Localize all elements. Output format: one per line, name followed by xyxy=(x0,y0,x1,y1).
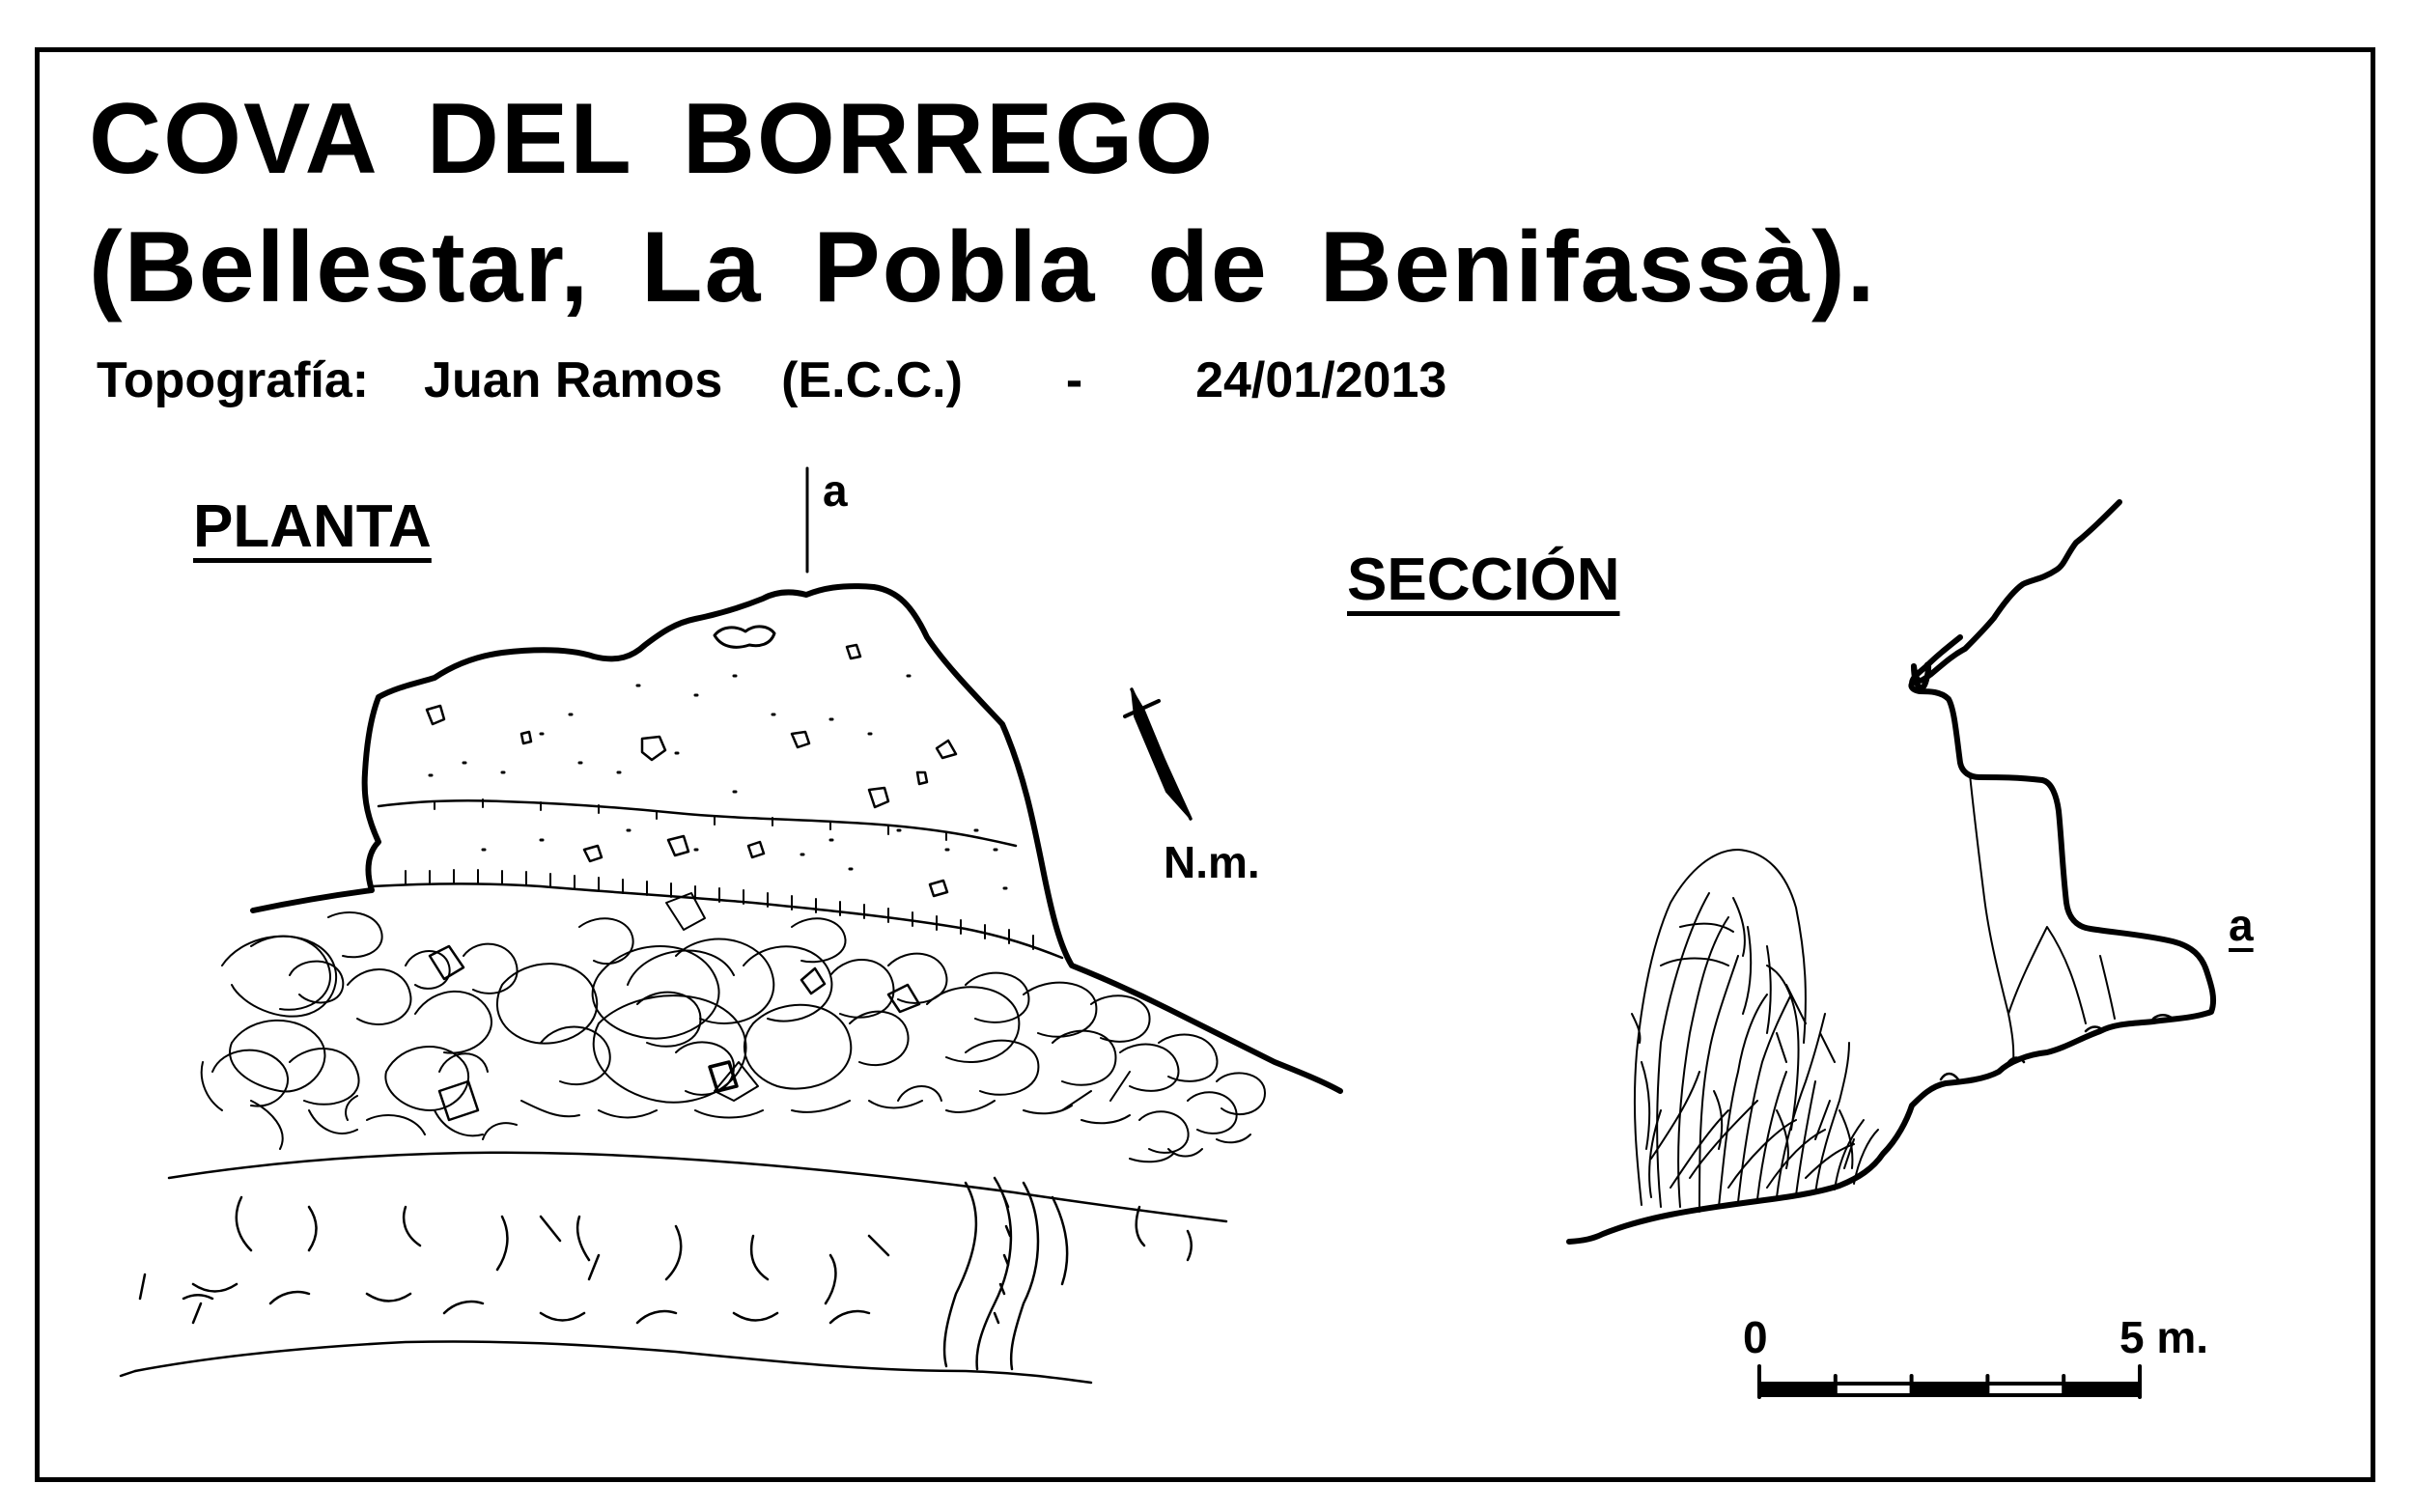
plan-floor-dots xyxy=(428,674,1008,890)
credits-author: Juan Ramos xyxy=(424,352,723,408)
section-floor-blocks xyxy=(1939,1014,2175,1081)
credits-group: (E.C.C.) xyxy=(781,352,963,408)
plan-slope-lines xyxy=(119,1151,1228,1385)
section-cave-outline xyxy=(1566,499,2217,1245)
section-inner-line-3 xyxy=(2099,955,2116,1020)
plan-cave-outline xyxy=(250,583,1343,1094)
plan-rock-fragments xyxy=(425,625,958,931)
plan-section-mark: a xyxy=(823,465,848,516)
credits-label: Topografía: xyxy=(97,352,370,408)
plan-vegetation xyxy=(200,911,1266,1163)
section-view xyxy=(1566,499,2217,1245)
survey-credits: Topografía: Juan Ramos (E.C.C.) - 24/01/… xyxy=(97,355,1446,406)
section-inner-line-2 xyxy=(2007,926,2087,1024)
scale-seg-3 xyxy=(1911,1384,1988,1395)
cave-location: (Bellestar, La Pobla de Benifassà). xyxy=(89,211,1877,323)
cave-name: COVA DEL BORREGO xyxy=(89,83,1216,195)
plan-label: PLANTA xyxy=(193,493,432,560)
scale-seg-5 xyxy=(2063,1384,2140,1395)
map-frame xyxy=(35,47,2375,1482)
credits-separator: - xyxy=(1065,352,1083,408)
scale-seg-1 xyxy=(1759,1384,1836,1395)
scale-end-label: 5 m. xyxy=(2119,1312,2209,1362)
plan-view xyxy=(119,466,1343,1385)
north-label: N.m. xyxy=(1164,837,1260,887)
section-inner-line-1 xyxy=(1969,773,2015,1063)
section-vegetation xyxy=(1631,849,1879,1213)
section-label: SECCIÓN xyxy=(1347,546,1620,613)
plan-ledge-upper xyxy=(377,798,1018,848)
plan-ledge-ticks xyxy=(405,798,1034,950)
scale-start-label: 0 xyxy=(1743,1312,1768,1362)
scale-bar xyxy=(1757,1364,2142,1399)
north-arrow-icon xyxy=(1123,687,1193,821)
plan-ledge-lower xyxy=(370,882,1064,960)
section-mark: a xyxy=(2229,900,2254,950)
credits-date: 24/01/2013 xyxy=(1195,352,1447,408)
